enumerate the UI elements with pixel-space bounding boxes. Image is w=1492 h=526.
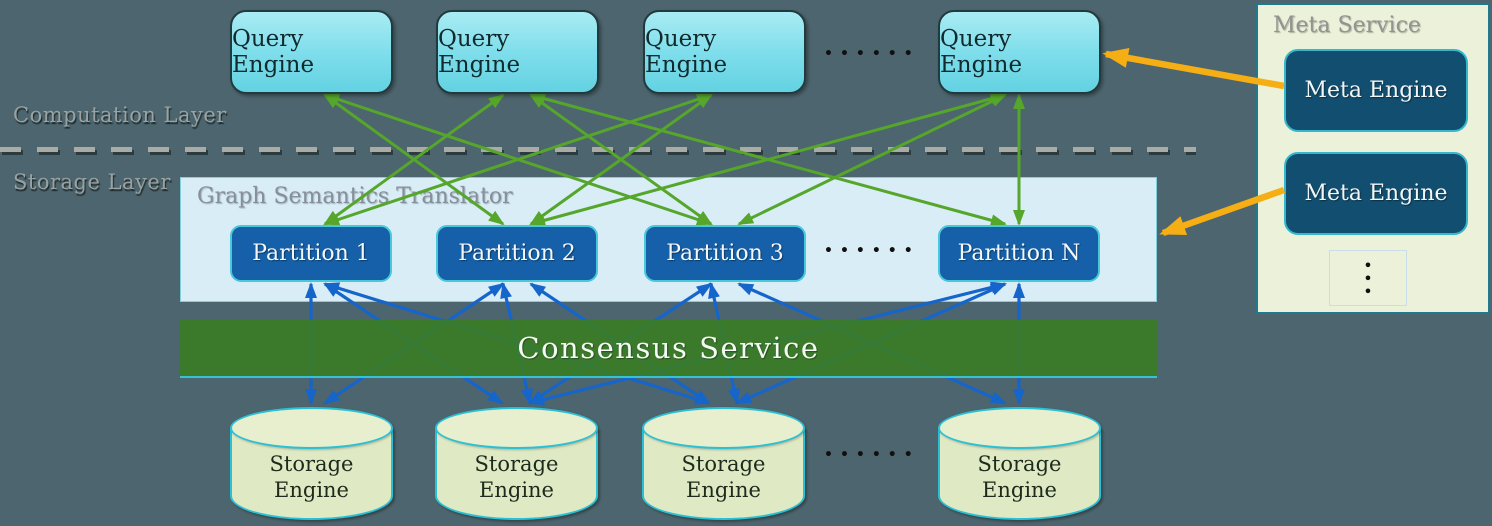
storage-engine-label: Storage Engine — [269, 452, 354, 502]
storage-engine-cylinder-3: Storage Engine — [642, 407, 805, 520]
storage-engine-ellipsis: •••••• — [824, 447, 920, 463]
partition-ellipsis: •••••• — [824, 243, 920, 259]
storage-engine-label: Storage Engine — [977, 452, 1062, 502]
storage-engine-cylinder-4: Storage Engine — [938, 407, 1101, 520]
meta-service-panel: Meta Service Meta Engine Meta Engine • •… — [1256, 3, 1490, 314]
meta-service-label: Meta Service — [1273, 13, 1421, 38]
storage-layer-label: Storage Layer — [13, 170, 171, 194]
meta-engine-vertical-ellipsis: • • • — [1329, 250, 1407, 306]
query-engine-box-3: Query Engine — [643, 10, 806, 94]
cylinder-top — [230, 407, 393, 449]
partition-box-3: Partition 3 — [644, 225, 806, 282]
storage-engine-cylinder-1: Storage Engine — [230, 407, 393, 520]
query-engine-ellipsis: •••••• — [824, 46, 920, 62]
storage-engine-label: Storage Engine — [681, 452, 766, 502]
partition-box-2: Partition 2 — [436, 225, 598, 282]
query-engine-box-4: Query Engine — [938, 10, 1101, 94]
graph-semantics-translator-label: Graph Semantics Translator — [197, 184, 513, 209]
cylinder-top — [938, 407, 1101, 449]
meta-engine-box-2: Meta Engine — [1284, 152, 1468, 235]
query-engine-box-2: Query Engine — [436, 10, 599, 94]
cylinder-top — [642, 407, 805, 449]
query-engine-box-1: Query Engine — [230, 10, 393, 94]
computation-layer-label: Computation Layer — [13, 103, 227, 127]
meta-engine-box-1: Meta Engine — [1284, 49, 1468, 132]
consensus-service-bar: Consensus Service — [180, 320, 1157, 378]
partition-box-n: Partition N — [938, 225, 1100, 282]
partition-box-1: Partition 1 — [230, 225, 392, 282]
storage-engine-label: Storage Engine — [474, 452, 559, 502]
storage-engine-cylinder-2: Storage Engine — [435, 407, 598, 520]
cylinder-top — [435, 407, 598, 449]
layer-divider-dashed-line — [0, 147, 1196, 156]
